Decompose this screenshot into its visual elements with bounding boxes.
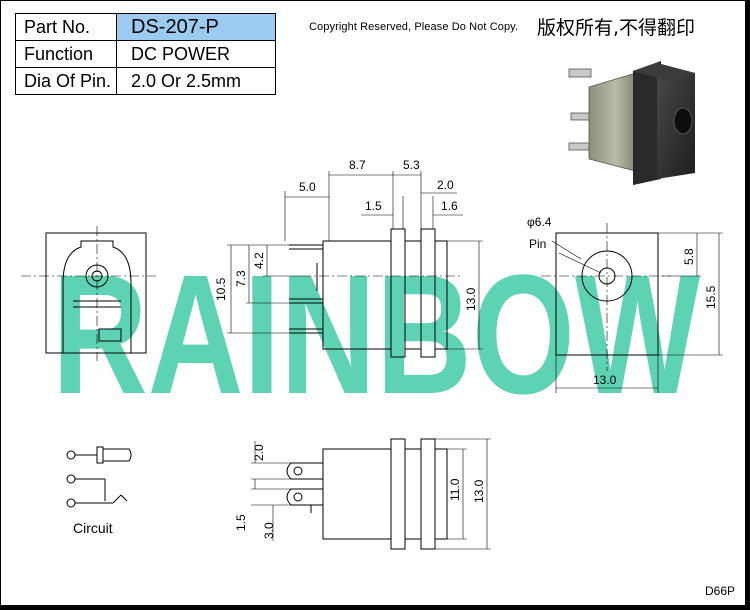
dim-bottom-11-0: 11.0 [448,478,462,501]
rear-view [21,226,156,361]
dim-bottom-1-5: 1.5 [234,514,248,531]
circuit-symbol [66,446,132,508]
copyright-notice: Copyright Reserved, Please Do Not Copy. [309,21,519,33]
drawing-code: D66P [705,584,736,598]
pin-dia-row: Dia Of Pin. 2.0 Or 2.5mm [15,67,276,95]
part-no-label: Part No. [15,13,117,41]
side-view [227,171,483,358]
dim-13-0-front: 13.0 [593,373,617,387]
dim-bottom-2-0: 2.0 [252,444,266,461]
dim-13-0-side: 13.0 [464,287,478,311]
dim-10-5: 10.5 [214,277,228,301]
dim-8-7: 8.7 [349,158,366,172]
part-no-value: DS-207-P [116,13,276,41]
front-view [541,223,723,393]
dim-5-3: 5.3 [403,158,420,172]
dim-2-0: 2.0 [437,178,454,192]
dim-bottom-13-0: 13.0 [472,479,486,503]
dim-5-8: 5.8 [682,248,696,265]
rainbow-watermark: RAINBOW [52,240,700,430]
dim-15-5: 15.5 [704,285,718,309]
copyright-notice-chinese: 版权所有,不得翻印 [537,17,696,39]
dim-bottom-3-0: 3.0 [262,522,276,539]
part-no-row: Part No. DS-207-P [15,13,276,41]
pin-dia-label: Dia Of Pin. [15,67,117,95]
bottom-view [251,438,491,550]
function-label: Function [15,40,117,68]
dim-1-6: 1.6 [441,199,458,213]
dim-1-5: 1.5 [365,199,382,213]
dim-phi-6-4: φ6.4 [527,215,552,229]
pin-label: Pin [529,237,546,251]
product-render [568,61,695,185]
pin-dia-value: 2.0 Or 2.5mm [116,67,276,95]
dim-4-2: 4.2 [252,252,266,269]
part-info-table: Part No. DS-207-P Function DC POWER Dia … [15,13,276,95]
circuit-label: Circuit [73,520,113,536]
dim-7-3: 7.3 [234,270,248,287]
dim-5-0: 5.0 [299,180,316,194]
